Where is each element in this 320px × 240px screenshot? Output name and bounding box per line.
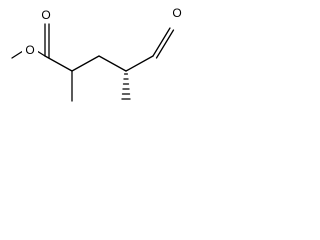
bond-aldehyde-double-a (152, 27, 171, 57)
bond-c4-to-aldehyde-carbon (125, 55, 154, 72)
aldehyde-oxygen-label: O (172, 6, 181, 20)
molecule-structure: O O O (11, 5, 185, 102)
bond-aldehyde-double-b (155, 29, 175, 59)
bond-carbonyl-carbon-to-c2 (44, 55, 73, 72)
ester-ether-oxygen-label: O (25, 43, 34, 57)
bond-c3-to-c4 (98, 55, 127, 72)
bond-c4-to-methyl-hashed-wedge (121, 73, 131, 100)
bond-methyl-to-ester-oxygen (11, 50, 24, 59)
ester-carbonyl-oxygen-label: O (41, 8, 50, 22)
bond-ester-oxygen-to-carbonyl-carbon (36, 50, 46, 57)
bond-c2-to-c3 (71, 55, 100, 72)
